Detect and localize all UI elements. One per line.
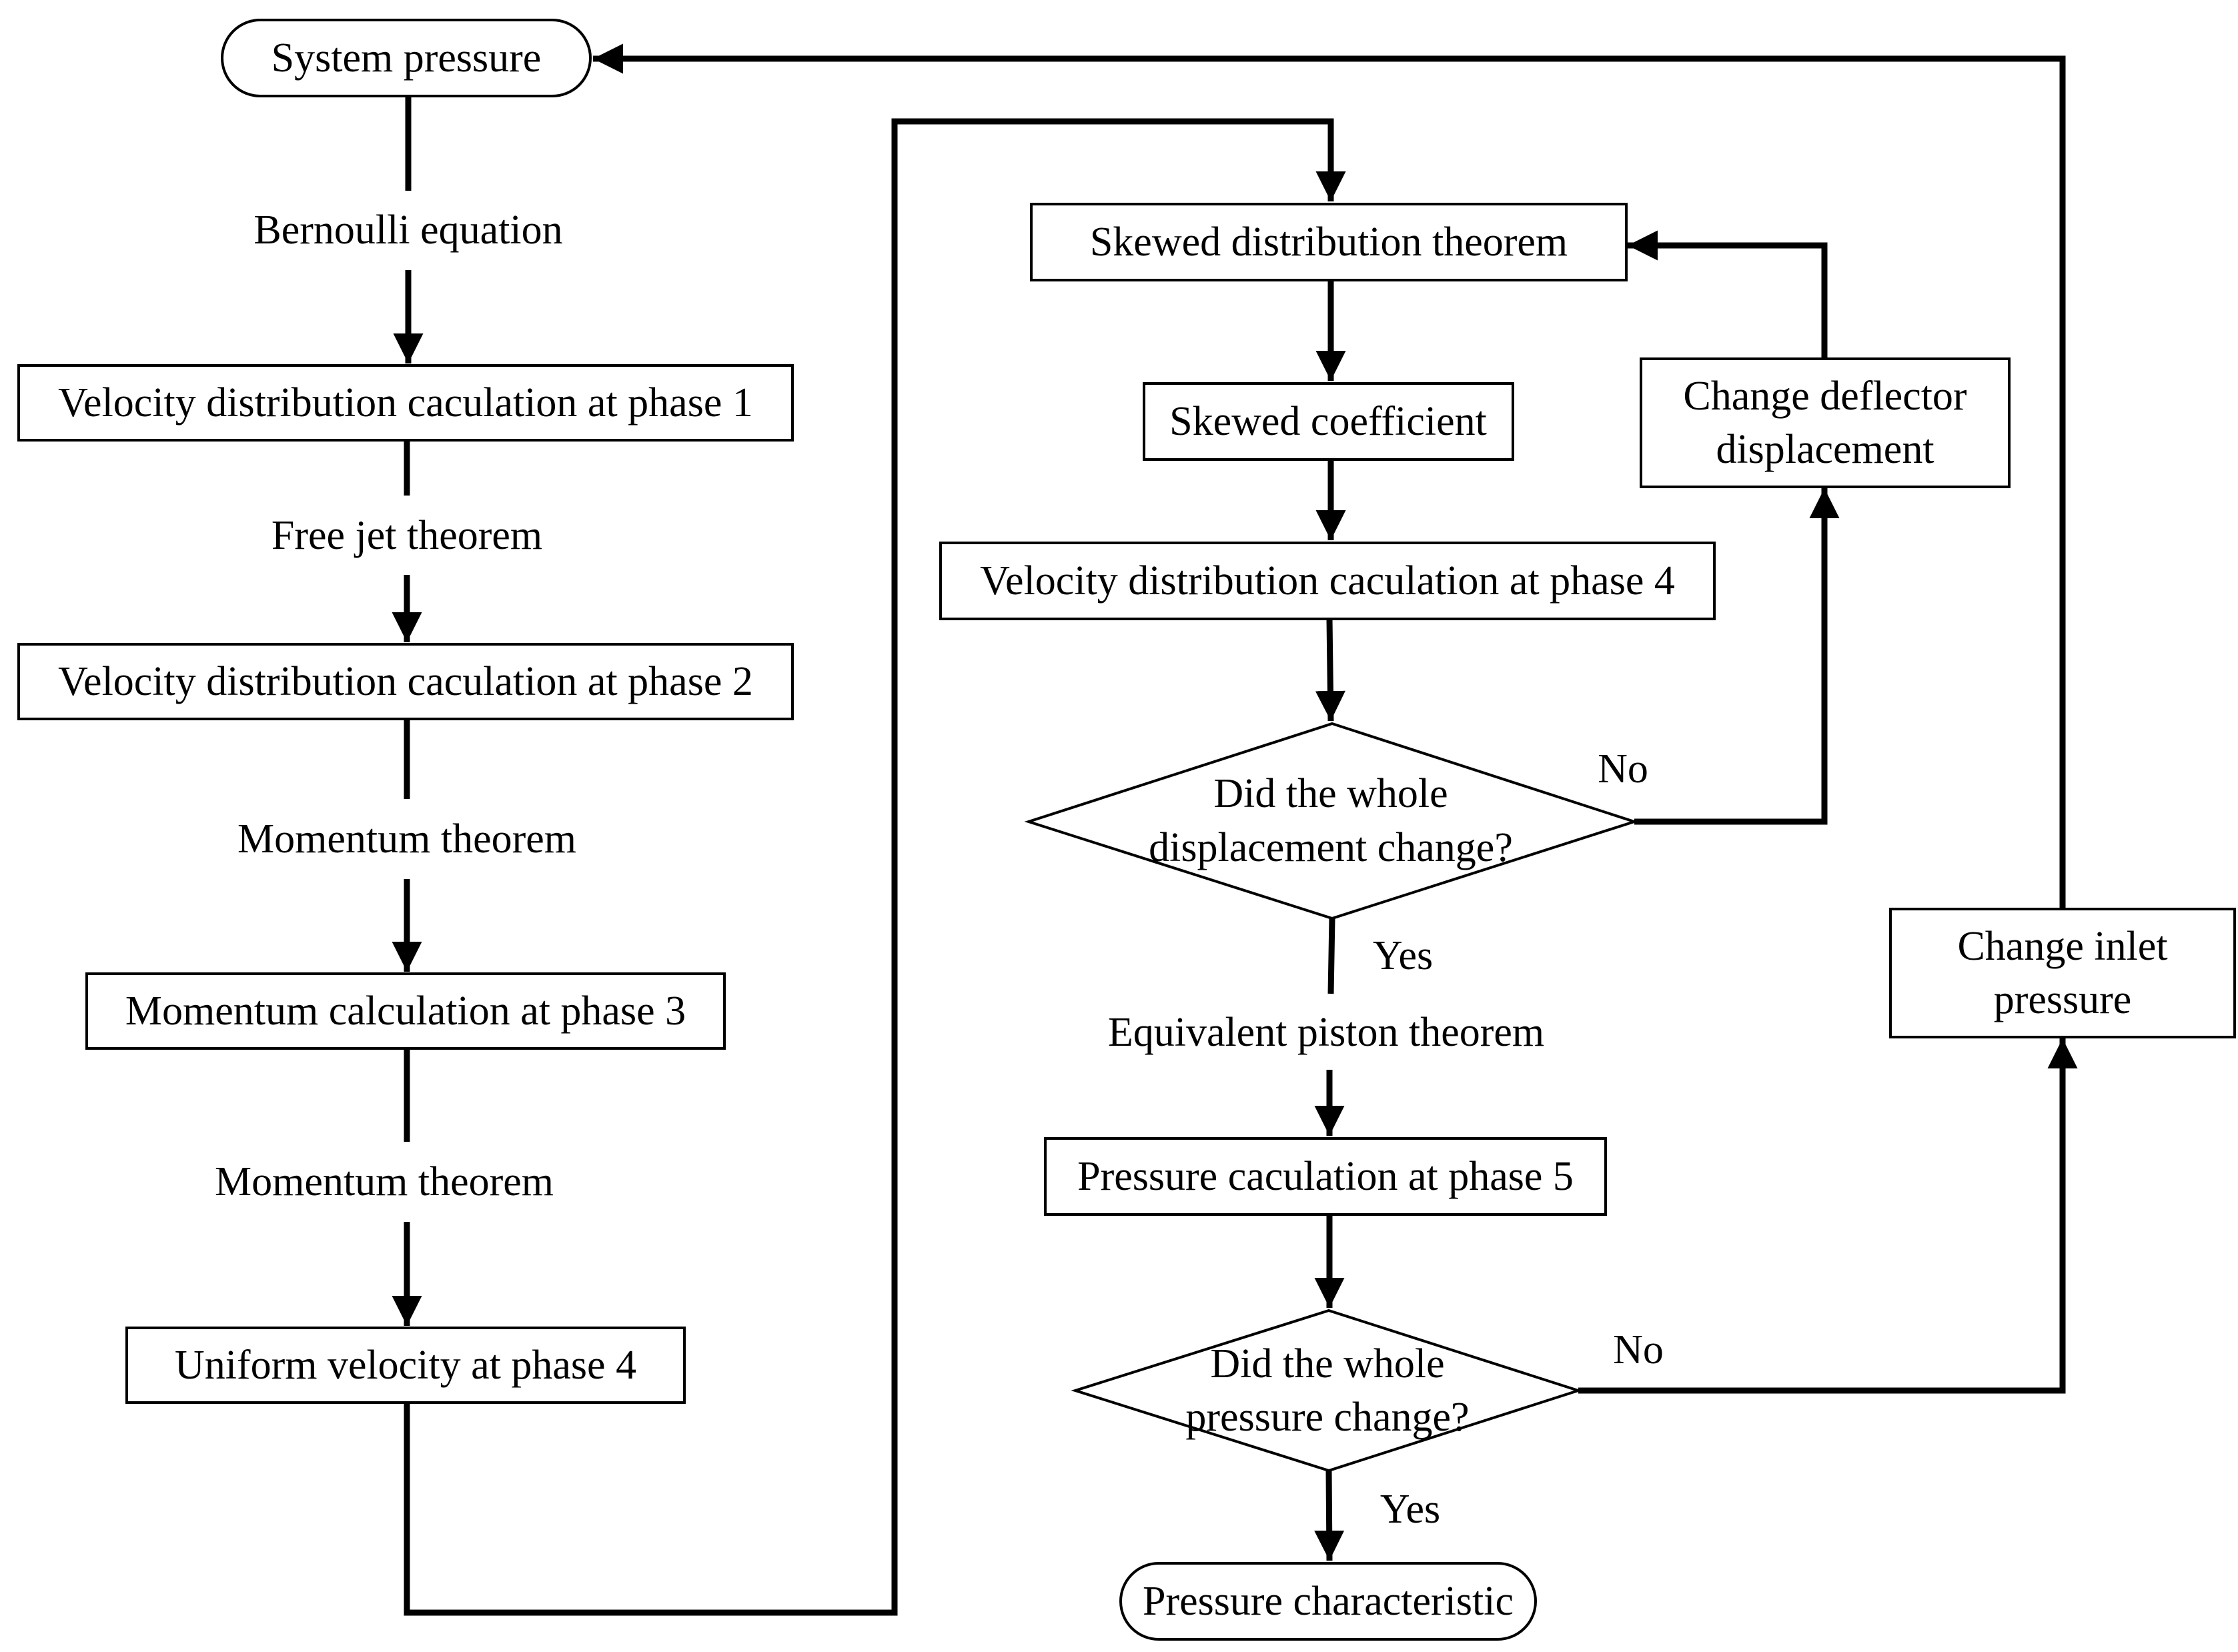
edge-label-momentum-2: Momentum theorem — [215, 1159, 554, 1204]
edge-label-free-jet: Free jet theorem — [271, 513, 542, 558]
node-change-deflector-displacement: Change deflector displacement — [1640, 357, 2011, 488]
connector-arrow — [1634, 488, 1840, 825]
node-change-inlet-pressure: Change inlet pressure — [1889, 908, 2236, 1038]
connector-arrow — [404, 118, 1346, 1616]
decision-label-line-1: Did the whole — [1213, 771, 1448, 816]
edge-label-equivalent-piston: Equivalent piston theorem — [1108, 1010, 1544, 1055]
node-velocity-phase-1: Velocity distribution caculation at phas… — [17, 364, 794, 442]
node-label: Momentum calculation at phase 3 — [125, 988, 686, 1034]
decision-displacement-change: Did the whole displacement change? — [1024, 722, 1639, 920]
connector-arrow — [1315, 618, 1345, 722]
decision-label-line-2: pressure change? — [1185, 1395, 1469, 1440]
node-velocity-phase-4: Velocity distribution caculation at phas… — [939, 542, 1716, 620]
node-velocity-phase-2: Velocity distribution caculation at phas… — [17, 643, 794, 720]
edge-label-no-2: No — [1613, 1327, 1664, 1373]
edge-label-yes-2: Yes — [1380, 1487, 1440, 1532]
node-label: Pressure characteristic — [1143, 1579, 1514, 1624]
node-pressure-characteristic: Pressure characteristic — [1119, 1562, 1537, 1641]
node-label: Skewed distribution theorem — [1090, 219, 1568, 265]
node-system-pressure: System pressure — [221, 19, 592, 97]
node-label-line-2: displacement — [1716, 427, 1934, 472]
node-label: Velocity distribution caculation at phas… — [980, 558, 1675, 604]
node-label: Uniform velocity at phase 4 — [175, 1343, 636, 1388]
edge-label-no-1: No — [1598, 746, 1648, 792]
node-label-line-1: Change inlet — [1957, 924, 2167, 969]
node-label-line-2: pressure — [1994, 977, 2132, 1022]
node-label: Velocity distribution caculation at phas… — [58, 659, 753, 704]
edge-label-momentum-1: Momentum theorem — [237, 816, 576, 862]
decision-label-line-1: Did the whole — [1210, 1341, 1444, 1387]
edge-label-yes-1: Yes — [1373, 933, 1433, 978]
node-label: Skewed coefficient — [1169, 399, 1487, 444]
connector-line — [1327, 918, 1335, 994]
decision-label-line-2: displacement change? — [1149, 825, 1513, 870]
node-label-line-1: Change deflector — [1683, 373, 1967, 419]
node-label: Pressure caculation at phase 5 — [1077, 1154, 1574, 1199]
node-pressure-phase-5: Pressure caculation at phase 5 — [1044, 1137, 1607, 1216]
node-skewed-distribution-theorem: Skewed distribution theorem — [1030, 203, 1628, 281]
node-label: Velocity distribution caculation at phas… — [58, 380, 753, 426]
node-skewed-coefficient: Skewed coefficient — [1143, 382, 1514, 461]
node-label: System pressure — [271, 35, 542, 81]
node-momentum-phase-3: Momentum calculation at phase 3 — [85, 972, 726, 1050]
node-uniform-phase-4: Uniform velocity at phase 4 — [125, 1327, 686, 1404]
decision-pressure-change: Did the whole pressure change? — [1071, 1309, 1583, 1473]
connector-arrow — [1628, 230, 1828, 359]
edge-label-bernoulli: Bernoulli equation — [253, 207, 562, 253]
connector-arrow — [593, 43, 2066, 909]
connector-arrow — [1578, 1038, 2078, 1394]
